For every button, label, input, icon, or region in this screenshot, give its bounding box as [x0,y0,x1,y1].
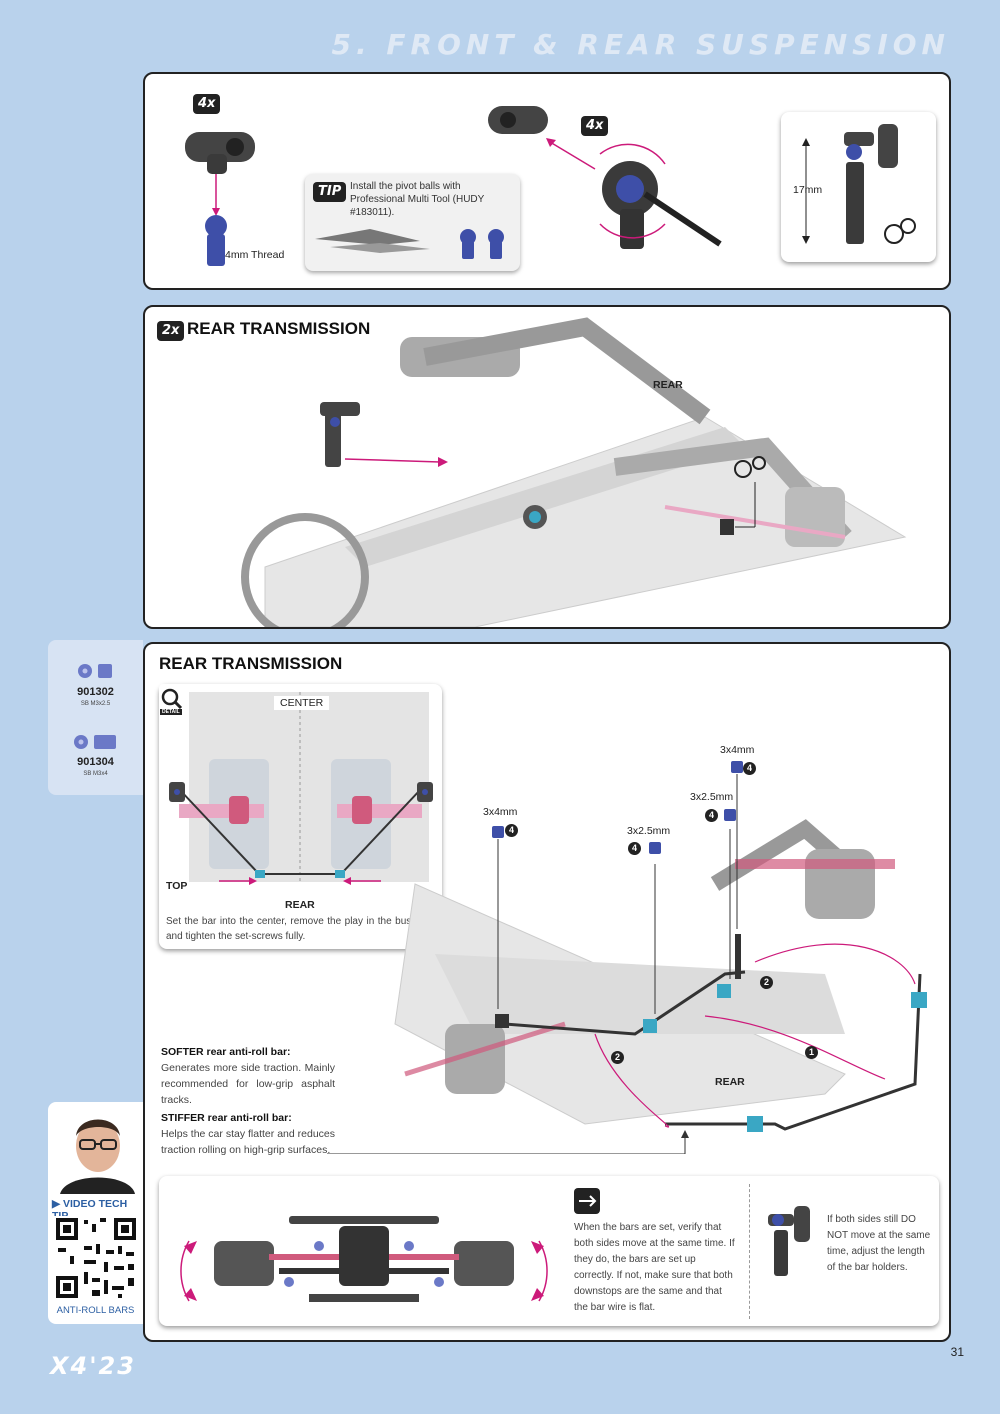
anti-roll-bar-assembly-illustration [327,761,927,1154]
stiffer-title: STIFFER rear anti-roll bar: [161,1112,292,1124]
softer-note: SOFTER rear anti-roll bar: Generates mor… [161,1044,335,1108]
play-icon: ▶ [52,1198,63,1210]
top-label: TOP [166,880,188,892]
part-description: SB M3x2.5 [80,701,111,707]
set-screw-icon [78,664,112,678]
quantity-badge: 2x [157,321,185,341]
rear-view-illustration [180,1216,548,1302]
step-marker-2: 2 [760,974,773,992]
bar-holder-illustration [768,1206,810,1276]
dimension-label: 17mm [793,184,823,196]
section-title: REAR TRANSMISSION [159,654,343,673]
quantity-marker: 4 [628,840,641,858]
thread-label: 4mm Thread [225,249,285,261]
quantity-badge-right: 4x [581,116,609,136]
section-title: REAR TRANSMISSION [187,319,371,338]
ball-end-dimension-illustration [802,124,916,244]
set-screw-icon [74,735,116,749]
top-view-illustration [159,684,433,885]
center-label: CENTER [274,696,330,710]
step-anti-roll-bar: REAR TRANSMISSION DETAIL CEN [143,642,951,1342]
tip-box: TIP Install the pivot balls with Profess… [305,174,520,271]
check-tool-icon [574,1188,600,1214]
quantity-marker: 4 [505,822,518,840]
step-pivot-balls: 4x 4mm Thread TIP Install the pivot ball… [143,72,951,290]
rear-chassis-illustration [241,317,907,627]
tip-badge: TIP [313,182,347,202]
product-logo: X4'23 [50,1352,136,1380]
part-code: 901302 [77,686,114,698]
detail-badge: DETAIL [160,709,182,715]
screw-size-label: 3x2.5mm [627,825,671,837]
adjust-text: If both sides still DO NOT move at the s… [827,1214,931,1273]
detail-callout: DETAIL CENTER TOP REAR Set the bar into … [159,684,442,949]
divider [749,1184,750,1319]
rear-direction-label: REAR [715,1076,745,1088]
height-check-callout: 17mm [781,112,936,262]
quantity-marker: 4 [743,760,756,778]
part-code: 901304 [77,756,114,768]
multi-tool-icon [315,229,504,259]
step-marker-2: 2 [611,1049,624,1067]
presenter-avatar [60,1119,135,1194]
video-topic: ANTI-ROLL BARS [56,1305,135,1316]
step-rear-transmission-install: 2x REAR TRANSMISSION REAR [143,305,951,629]
softer-text: Generates more side traction. Mainly rec… [161,1062,335,1106]
quantity-marker: 4 [705,807,718,825]
step-marker-1: 1 [805,1044,818,1062]
screw-size-label: 3x4mm [483,806,518,818]
verify-callout: When the bars are set, verify that both … [159,1176,939,1326]
ball-end-illustration [185,132,255,266]
stiffer-note: STIFFER rear anti-roll bar: Helps the ca… [161,1110,335,1158]
part-description: SB M3x4 [83,771,108,777]
verify-text: When the bars are set, verify that both … [574,1222,735,1313]
video-tech-tip[interactable]: ▶ VIDEO TECH TIP ANTI-ROLL BARS [48,1102,143,1324]
qr-code[interactable] [54,1216,138,1300]
tip-text: Install the pivot balls with Professiona… [350,181,485,218]
screw-size-label: 3x2.5mm [690,791,734,803]
detail-instructions: Set the bar into the center, remove the … [166,916,438,942]
ball-end-install-illustration [488,106,722,249]
rear-label: REAR [285,899,315,911]
page-number: 31 [950,1345,964,1359]
page-title: 5. FRONT & REAR SUSPENSION [331,28,950,61]
softer-title: SOFTER rear anti-roll bar: [161,1046,291,1058]
quantity-badge: 4x [193,94,221,114]
stiffer-text: Helps the car stay flatter and reduces t… [161,1128,335,1156]
rear-direction-label: REAR [653,379,683,391]
parts-list: 901302 SB M3x2.5 901304 SB M3x4 [48,640,143,795]
screw-size-label: 3x4mm [720,744,755,756]
